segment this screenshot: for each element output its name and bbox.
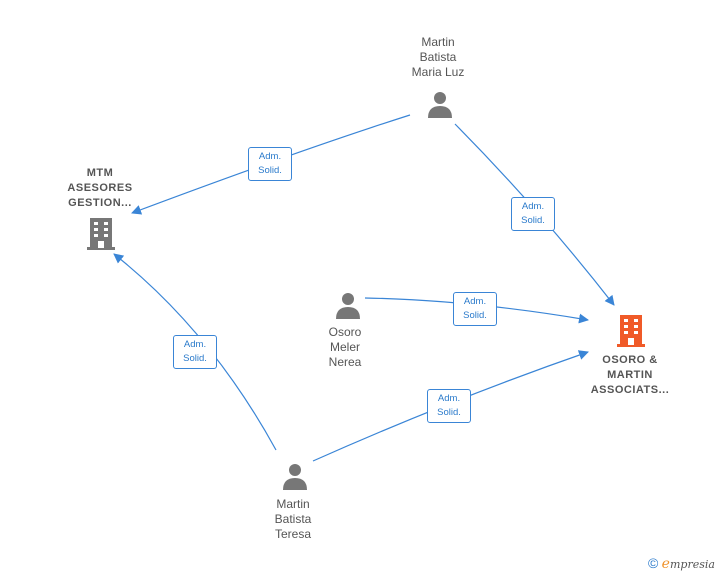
- person-icon[interactable]: [334, 291, 362, 319]
- edge-label-adm-solid[interactable]: Adm. Solid.: [248, 147, 292, 181]
- brand-name: mpresia: [669, 558, 715, 571]
- edge-label-adm-solid[interactable]: Adm. Solid.: [427, 389, 471, 423]
- copyright-symbol: ©: [648, 555, 659, 571]
- brand-initial: e: [661, 556, 670, 572]
- building-icon[interactable]: [86, 217, 116, 250]
- node-label-osoro-martin-associats[interactable]: OSORO & MARTIN ASSOCIATS...: [590, 354, 670, 396]
- person-icon[interactable]: [281, 462, 309, 490]
- edge-label-adm-solid[interactable]: Adm. Solid.: [173, 335, 217, 369]
- edge-label-adm-solid[interactable]: Adm. Solid.: [511, 197, 555, 231]
- node-label-mtm-asesores[interactable]: MTM ASESORES GESTION...: [67, 167, 133, 209]
- empresia-copyright: © empresia: [648, 555, 715, 572]
- building-icon[interactable]: [616, 314, 646, 347]
- person-icon[interactable]: [426, 90, 454, 118]
- node-label-martin-batista-teresa[interactable]: Martin Batista Teresa: [274, 497, 312, 541]
- node-label-martin-batista-maria-luz[interactable]: Martin Batista Maria Luz: [411, 35, 465, 79]
- node-label-osoro-meler-nerea[interactable]: Osoro Meler Nerea: [328, 325, 362, 369]
- edge-label-adm-solid[interactable]: Adm. Solid.: [453, 292, 497, 326]
